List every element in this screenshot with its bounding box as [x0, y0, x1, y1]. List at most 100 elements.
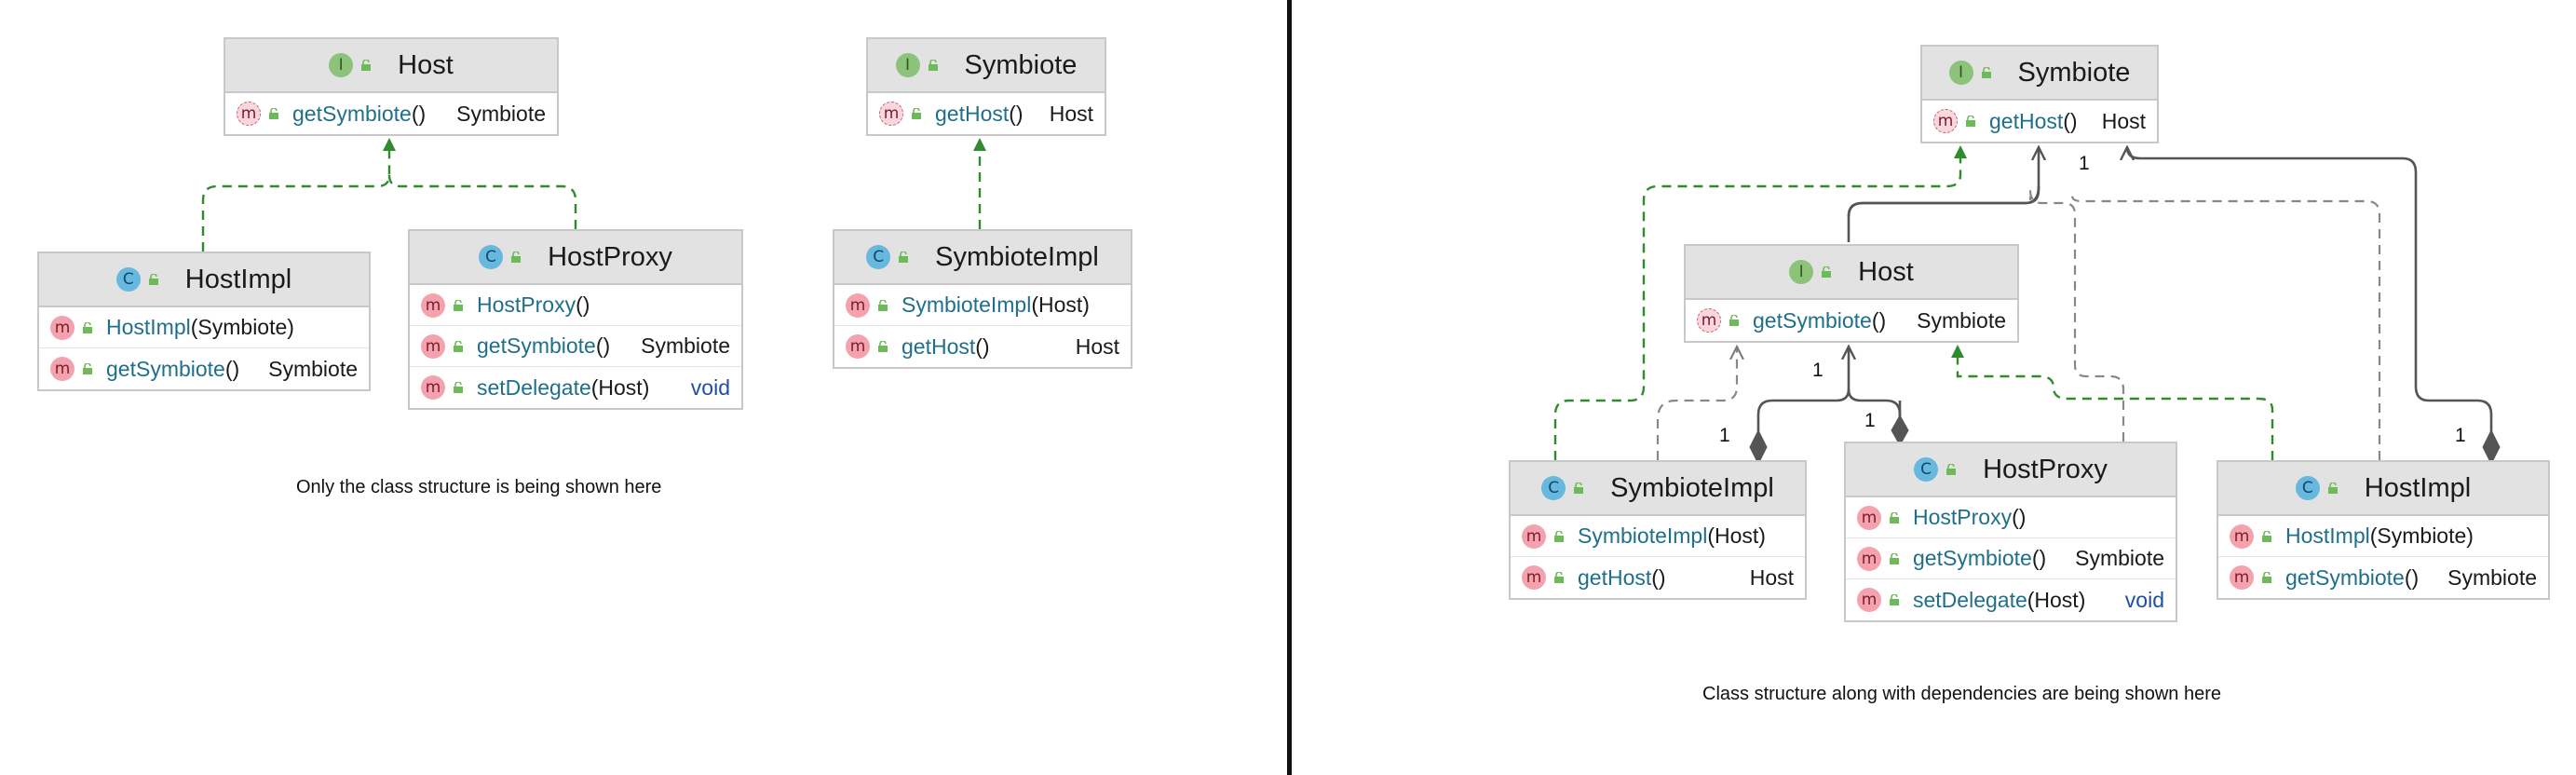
method-name: getSymbiote	[477, 333, 596, 358]
uml-header: C SymbioteImpl	[1511, 462, 1805, 516]
public-lock-icon	[454, 340, 463, 352]
method-row[interactable]: m setDelegate (Host) void	[410, 367, 741, 408]
public-lock-icon	[1890, 552, 1899, 564]
method-icon: m	[421, 292, 445, 318]
method-name: getSymbiote	[106, 356, 225, 381]
method-icon: m	[1857, 546, 1881, 571]
left-caption: Only the class structure is being shown …	[296, 477, 662, 497]
left-implements-lines	[201, 138, 986, 252]
method-params: ()	[576, 292, 590, 317]
method-icon: m	[2230, 523, 2254, 549]
right-composition-diamonds	[1749, 414, 2501, 466]
left-symbiote-interface-box[interactable]: I Symbiote m getHost () Host	[866, 37, 1106, 136]
method-params: ()	[975, 333, 990, 359]
left-hostproxy-class-box[interactable]: C HostProxy m HostProxy () m getSymbiote…	[408, 229, 743, 410]
left-host-interface-box[interactable]: I Host m getSymbiote () Symbiote	[224, 37, 559, 136]
method-params: ()	[411, 101, 427, 126]
multiplicity-label: 1	[2079, 153, 2090, 174]
public-lock-icon	[2262, 572, 2271, 583]
right-hostimpl-class-box[interactable]: C HostImpl m HostImpl (Symbiote) m getSy…	[2217, 460, 2550, 600]
uml-title: HostImpl	[2364, 472, 2472, 503]
interface-icon: I	[1948, 61, 1973, 85]
method-params: ()	[224, 356, 240, 381]
method-name: getSymbiote	[1913, 546, 2032, 570]
method-params: ()	[2404, 564, 2420, 590]
method-return-type: Host	[2101, 108, 2146, 133]
public-lock-icon	[83, 321, 92, 333]
public-lock-icon	[148, 274, 158, 285]
method-name: getSymbiote	[2285, 564, 2405, 590]
method-return-type: void	[690, 374, 730, 400]
public-lock-icon	[1946, 464, 1957, 475]
interface-icon: I	[329, 53, 354, 77]
uml-title: Symbiote	[964, 49, 1078, 80]
method-row[interactable]: m getHost () Host	[868, 93, 1105, 134]
method-row[interactable]: m getHost () Host	[1922, 101, 2157, 142]
method-params: (Symbiote)	[190, 315, 294, 339]
method-params: ()	[595, 333, 611, 358]
method-row[interactable]: m HostProxy ()	[410, 285, 741, 326]
method-row[interactable]: m getSymbiote () Symbiote	[225, 93, 557, 134]
method-row[interactable]: m getHost () Host	[1511, 557, 1805, 598]
public-lock-icon	[878, 341, 888, 352]
r-hostproxy-implements-host-line	[1951, 345, 2274, 460]
uml-header: I Host	[1686, 246, 2017, 300]
method-name: setDelegate	[1913, 587, 2027, 612]
method-name: getSymbiote	[292, 101, 412, 126]
method-row[interactable]: m setDelegate (Host) void	[1846, 579, 2176, 620]
method-row[interactable]: m HostImpl (Symbiote)	[2218, 516, 2548, 557]
hostproxy-implements-host-line	[387, 174, 577, 229]
method-icon: m	[421, 333, 445, 359]
method-icon: m	[2230, 565, 2254, 590]
right-host-interface-box[interactable]: I Host m getSymbiote () Symbiote	[1684, 244, 2019, 343]
right-hostproxy-class-box[interactable]: C HostProxy m HostProxy () m getSymbiote…	[1844, 442, 2177, 622]
method-params: ()	[1651, 564, 1666, 590]
abstract-method-icon: m	[1933, 109, 1958, 133]
public-lock-icon	[2262, 530, 2271, 542]
uml-header: C SymbioteImpl	[834, 231, 1131, 285]
method-return-type: Symbiote	[1917, 307, 2006, 333]
method-row[interactable]: m HostProxy ()	[1846, 497, 2176, 538]
method-row[interactable]: m getSymbiote () Symbiote	[410, 326, 741, 367]
left-symbioteimpl-class-box[interactable]: C SymbioteImpl m SymbioteImpl (Host) m g…	[833, 229, 1132, 369]
method-row[interactable]: m SymbioteImpl (Host)	[1511, 516, 1805, 557]
method-name: HostProxy	[477, 292, 576, 317]
method-name: HostProxy	[1913, 505, 2013, 529]
public-lock-icon	[1890, 511, 1899, 523]
public-lock-icon	[878, 299, 888, 311]
method-row[interactable]: m SymbioteImpl (Host)	[834, 285, 1131, 326]
right-caption: Class structure along with dependencies …	[1702, 684, 2222, 704]
class-icon: C	[479, 245, 504, 269]
method-return-type: Symbiote	[2447, 564, 2537, 590]
method-row[interactable]: m getSymbiote () Symbiote	[2218, 557, 2548, 598]
abstract-method-icon: m	[1697, 308, 1721, 333]
right-symbiote-interface-box[interactable]: I Symbiote m getHost () Host	[1920, 45, 2159, 143]
method-name: getHost	[902, 333, 976, 359]
method-row[interactable]: m getHost () Host	[834, 326, 1131, 367]
method-row[interactable]: m getSymbiote () Symbiote	[1846, 538, 2176, 579]
method-icon: m	[846, 292, 870, 318]
right-symbioteimpl-class-box[interactable]: C SymbioteImpl m SymbioteImpl (Host) m g…	[1509, 460, 1807, 600]
uml-header: C HostImpl	[39, 253, 369, 307]
method-row[interactable]: m getSymbiote () Symbiote	[1686, 300, 2017, 341]
panel-divider	[1287, 0, 1292, 775]
public-lock-icon	[1981, 67, 1991, 78]
left-hostimpl-class-box[interactable]: C HostImpl m HostImpl (Symbiote) m getSy…	[37, 252, 371, 391]
class-icon: C	[115, 267, 141, 292]
method-params: ()	[2063, 108, 2078, 133]
method-row[interactable]: m HostImpl (Symbiote)	[39, 307, 369, 348]
method-params: (Symbiote)	[2369, 523, 2474, 548]
method-return-type: void	[2124, 587, 2164, 612]
multiplicity-label: 1	[1812, 360, 1824, 381]
method-row[interactable]: m getSymbiote () Symbiote	[39, 348, 369, 389]
public-lock-icon	[899, 252, 909, 263]
method-icon: m	[421, 375, 445, 400]
method-params: (Host)	[590, 374, 650, 400]
uml-title: SymbioteImpl	[1610, 472, 1774, 503]
public-lock-icon	[361, 60, 372, 71]
uml-title: SymbioteImpl	[935, 241, 1099, 272]
public-lock-icon	[1554, 572, 1564, 583]
right-association-lines	[1756, 147, 2493, 447]
method-name: getSymbiote	[1753, 307, 1872, 333]
uml-header: I Host	[225, 39, 557, 93]
